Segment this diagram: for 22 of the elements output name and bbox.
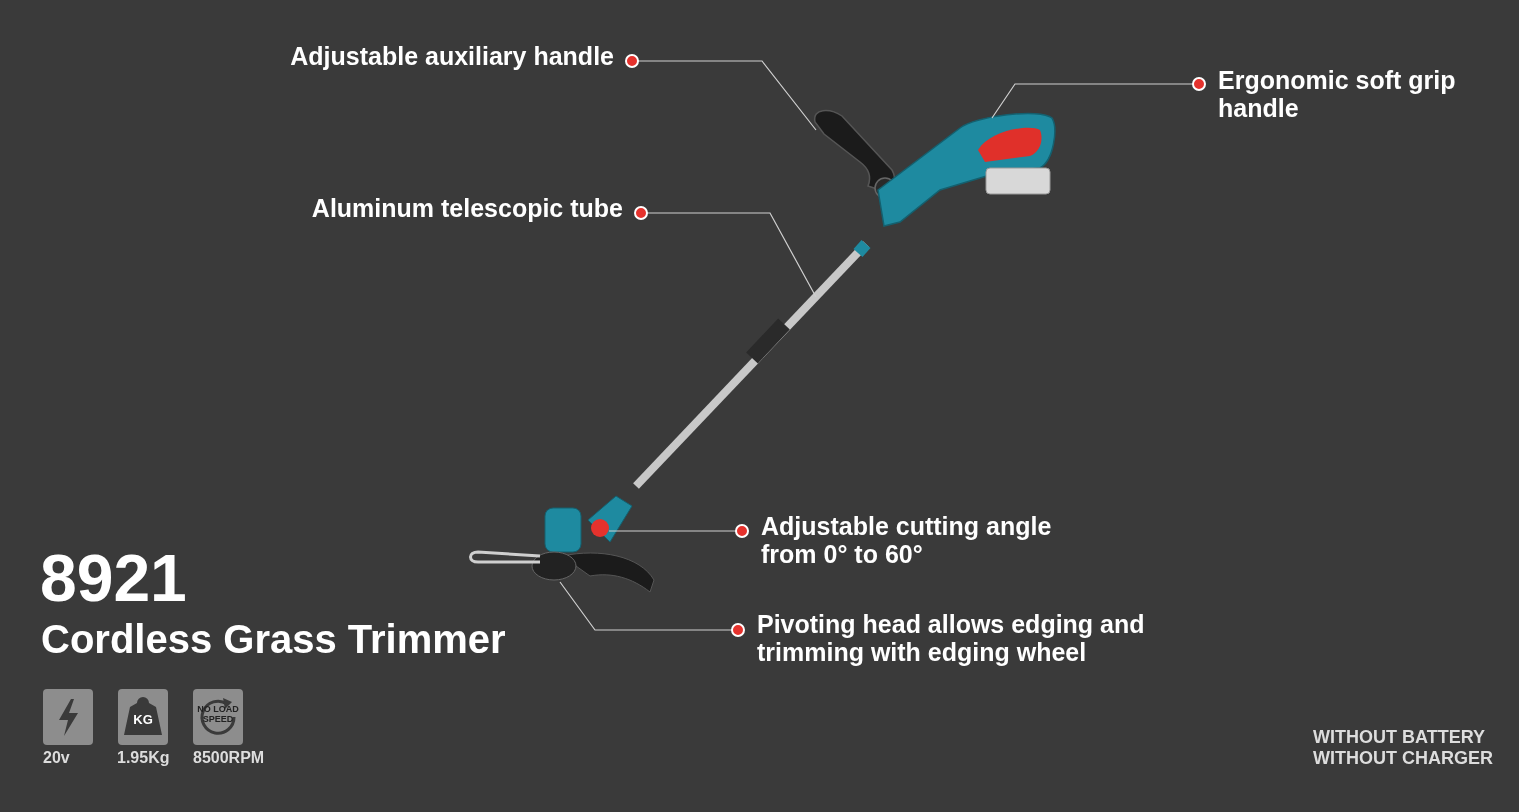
spec-value: 1.95Kg [117,749,170,767]
callout-label: Ergonomic soft grip handle [1218,66,1488,122]
callout-label: Aluminum telescopic tube [311,194,623,222]
leader-line [608,524,749,538]
note-text: WITHOUT CHARGER [1313,748,1493,769]
leader-line [625,54,817,131]
pivot-joint-drawing [587,495,633,543]
leader-line [634,206,817,298]
weight-unit-text: KG [132,712,154,727]
product-name: Cordless Grass Trimmer [41,616,506,663]
callout-label: Adjustable cutting angle from 0° to 60° [761,512,1091,568]
leader-line [991,77,1206,119]
telescopic-tube-drawing [633,240,871,489]
callout-label: Pivoting head allows edging and trimming with edging wheel [757,610,1197,666]
callout-label: Adjustable auxiliary handle [290,42,614,70]
leader-line [559,581,745,637]
note-text: WITHOUT BATTERY [1313,727,1485,748]
model-number: 8921 [40,540,187,616]
trimmer-head-drawing [469,507,655,593]
spec-value: 20v [43,749,70,767]
spec-value: 8500RPM [193,749,265,767]
grip-handle-drawing [877,112,1056,227]
